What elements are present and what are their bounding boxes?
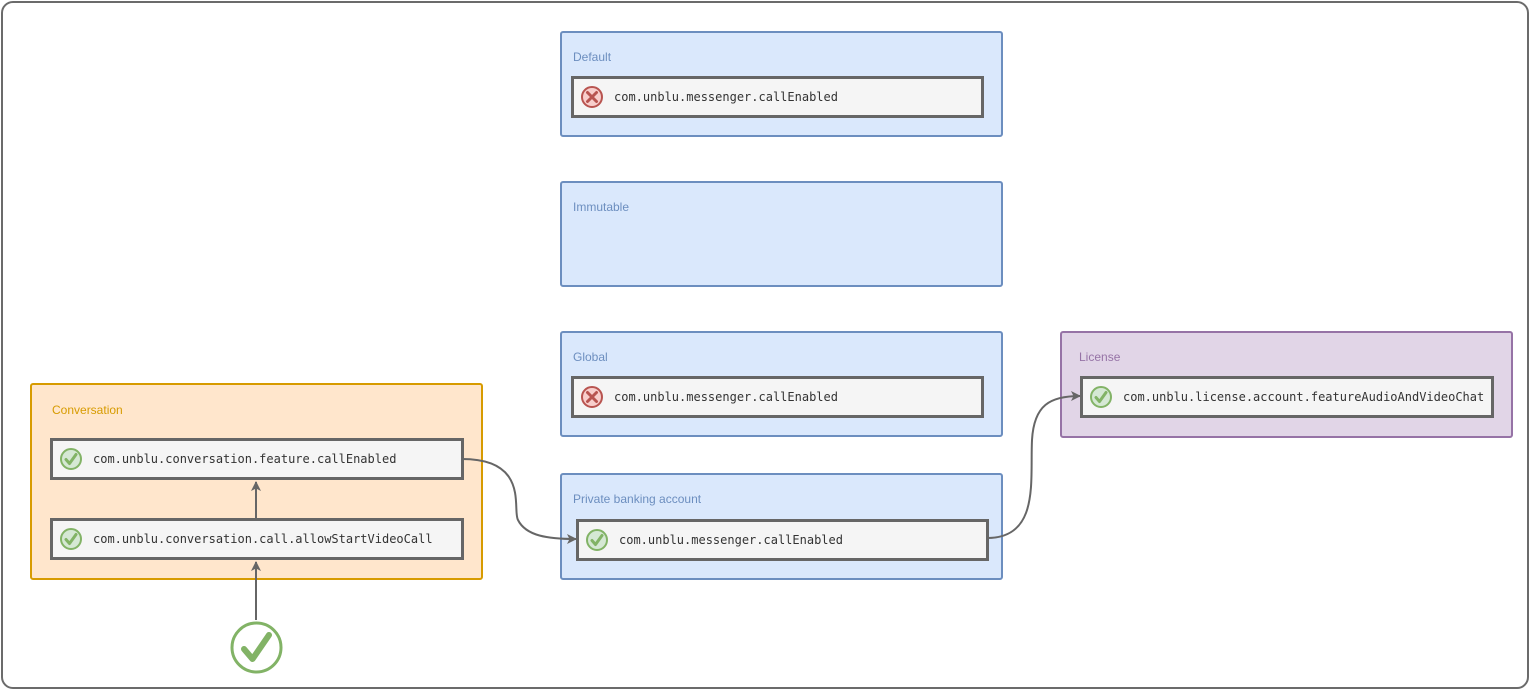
setting-key: com.unblu.conversation.feature.callEnabl… xyxy=(93,452,397,466)
group-private-banking-account: Private banking account com.unblu.messen… xyxy=(560,473,1003,580)
check-circle-icon xyxy=(1090,386,1112,408)
setting-item: com.unblu.messenger.callEnabled xyxy=(571,376,984,418)
setting-item: com.unblu.license.account.featureAudioAn… xyxy=(1080,376,1494,418)
check-circle-icon xyxy=(586,529,608,551)
setting-item: com.unblu.conversation.feature.callEnabl… xyxy=(50,438,464,480)
group-default: Default com.unblu.messenger.callEnabled xyxy=(560,31,1003,137)
group-title: Immutable xyxy=(573,200,630,214)
setting-key: com.unblu.messenger.callEnabled xyxy=(614,90,838,104)
group-title: Global xyxy=(573,350,608,364)
group-title: License xyxy=(1079,350,1121,364)
group-title: Private banking account xyxy=(573,492,702,506)
connector-messenger-to-license xyxy=(986,391,1081,539)
setting-key: com.unblu.conversation.call.allowStartVi… xyxy=(93,532,433,546)
connector-conversation-to-messenger xyxy=(461,458,577,544)
error-circle-icon xyxy=(581,386,603,408)
group-title: Conversation xyxy=(52,403,123,417)
group-immutable: Immutable xyxy=(560,181,1003,287)
group-conversation: Conversation com.unblu.conversation.feat… xyxy=(30,383,483,580)
setting-key: com.unblu.messenger.callEnabled xyxy=(619,533,843,547)
check-circle-icon xyxy=(230,621,283,674)
check-circle-icon xyxy=(60,448,82,470)
setting-key: com.unblu.messenger.callEnabled xyxy=(614,390,838,404)
setting-item: com.unblu.messenger.callEnabled xyxy=(571,76,984,118)
group-license: License com.unblu.license.account.featur… xyxy=(1060,331,1513,438)
check-circle-icon xyxy=(60,528,82,550)
setting-key: com.unblu.license.account.featureAudioAn… xyxy=(1123,390,1485,404)
group-global: Global com.unblu.messenger.callEnabled xyxy=(560,331,1003,437)
setting-item: com.unblu.conversation.call.allowStartVi… xyxy=(50,518,464,560)
group-title: Default xyxy=(573,50,612,64)
error-circle-icon xyxy=(581,86,603,108)
setting-item: com.unblu.messenger.callEnabled xyxy=(576,519,989,561)
